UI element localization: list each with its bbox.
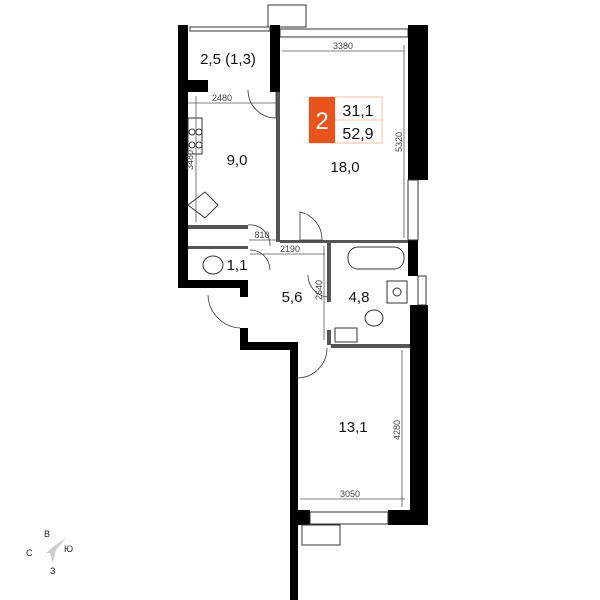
total-area: 52,9 [342, 126, 373, 143]
balcony-door [247, 89, 277, 119]
compass-west: С [26, 548, 33, 558]
bedroom-window [309, 511, 389, 525]
dim-living-width: 3380 [333, 41, 353, 51]
compass: В С Ю З [26, 529, 73, 576]
dim-bedroom-depth: 4280 [392, 420, 402, 440]
toilet-icon [202, 255, 224, 275]
kitchen-door [247, 224, 271, 247]
bedroom-door [295, 347, 328, 379]
living-window [279, 28, 409, 38]
entrance-door [207, 294, 241, 329]
area-balcony: 2,5 (1,3) [200, 51, 256, 68]
apartment-badge: 2 31,1 52,9 [308, 96, 383, 144]
walls [178, 25, 428, 600]
dim-hall-width: 2190 [280, 244, 300, 254]
balcony-box-bottom [301, 524, 341, 546]
dim-kitchen-width: 2480 [212, 93, 232, 103]
dimension-lines [188, 45, 405, 507]
window-right-1 [407, 179, 419, 241]
window-right-2 [417, 275, 427, 306]
bathtub-icon [347, 246, 405, 270]
area-toilet: 1,1 [227, 257, 248, 274]
dim-living-depth: 5320 [394, 132, 404, 152]
toilet-door [249, 249, 271, 271]
toilet-icon-2 [364, 309, 384, 327]
sink-icon [334, 327, 358, 343]
area-living-room: 18,0 [330, 159, 359, 176]
dim-door-810: 810 [254, 230, 269, 240]
vent-box [267, 4, 307, 28]
area-bathroom: 4,8 [349, 289, 370, 306]
kitchen-sink-icon [187, 191, 219, 219]
area-kitchen: 9,0 [227, 152, 248, 169]
living-area: 31,1 [342, 103, 373, 120]
dim-bedroom-width: 3050 [340, 489, 360, 499]
stove-icon [187, 117, 203, 155]
balcony-window [189, 26, 271, 32]
compass-east: Ю [64, 544, 73, 554]
area-bedroom: 13,1 [338, 419, 367, 436]
washing-machine-icon [386, 280, 408, 304]
room-count: 2 [315, 108, 328, 135]
compass-south: З [50, 566, 55, 576]
living-door [299, 211, 323, 241]
compass-north: В [44, 529, 50, 539]
dim-hall-depth: 2640 [314, 280, 324, 300]
dim-kitchen-depth: 3480 [185, 150, 195, 170]
area-hall: 5,6 [282, 289, 303, 306]
compass-star-icon [46, 538, 66, 563]
